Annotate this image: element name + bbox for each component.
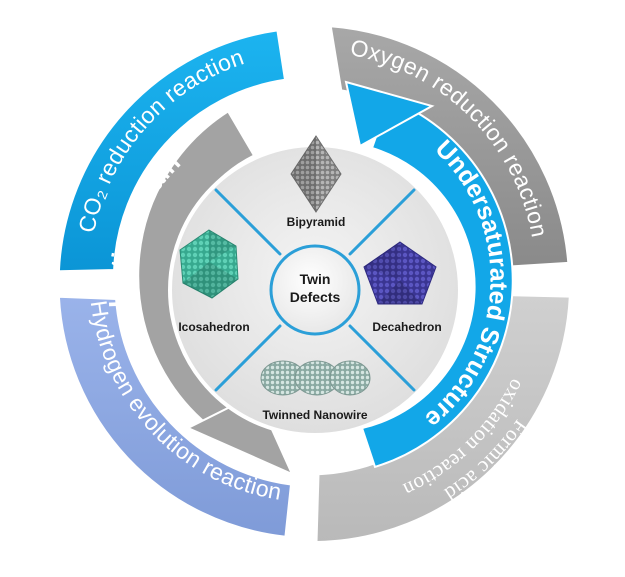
bipyramid-label: Bipyramid — [287, 215, 346, 229]
icosahedron-label: Icosahedron — [178, 320, 249, 334]
hydrogen-evolution-segment — [57, 295, 293, 538]
decahedron-icon — [363, 241, 437, 305]
undersaturated-structure-arc — [360, 97, 514, 469]
quadrant-dividers — [214, 188, 416, 392]
center-circle — [269, 244, 361, 336]
decahedron-label: Decahedron — [372, 320, 441, 334]
lattice-strain-arrowhead — [185, 392, 294, 476]
center-label-line1: Twin — [300, 271, 331, 287]
co2-reduction-segment — [57, 29, 287, 273]
twinned-nanowire-icon — [260, 360, 371, 396]
bipyramid-icon — [290, 135, 342, 213]
center-label-line2: Defects — [290, 289, 341, 305]
undersaturated-structure-arrowhead — [344, 80, 435, 148]
twinned-nanowire-label: Twinned Nanowire — [262, 408, 367, 422]
icosahedron-icon — [179, 229, 239, 299]
